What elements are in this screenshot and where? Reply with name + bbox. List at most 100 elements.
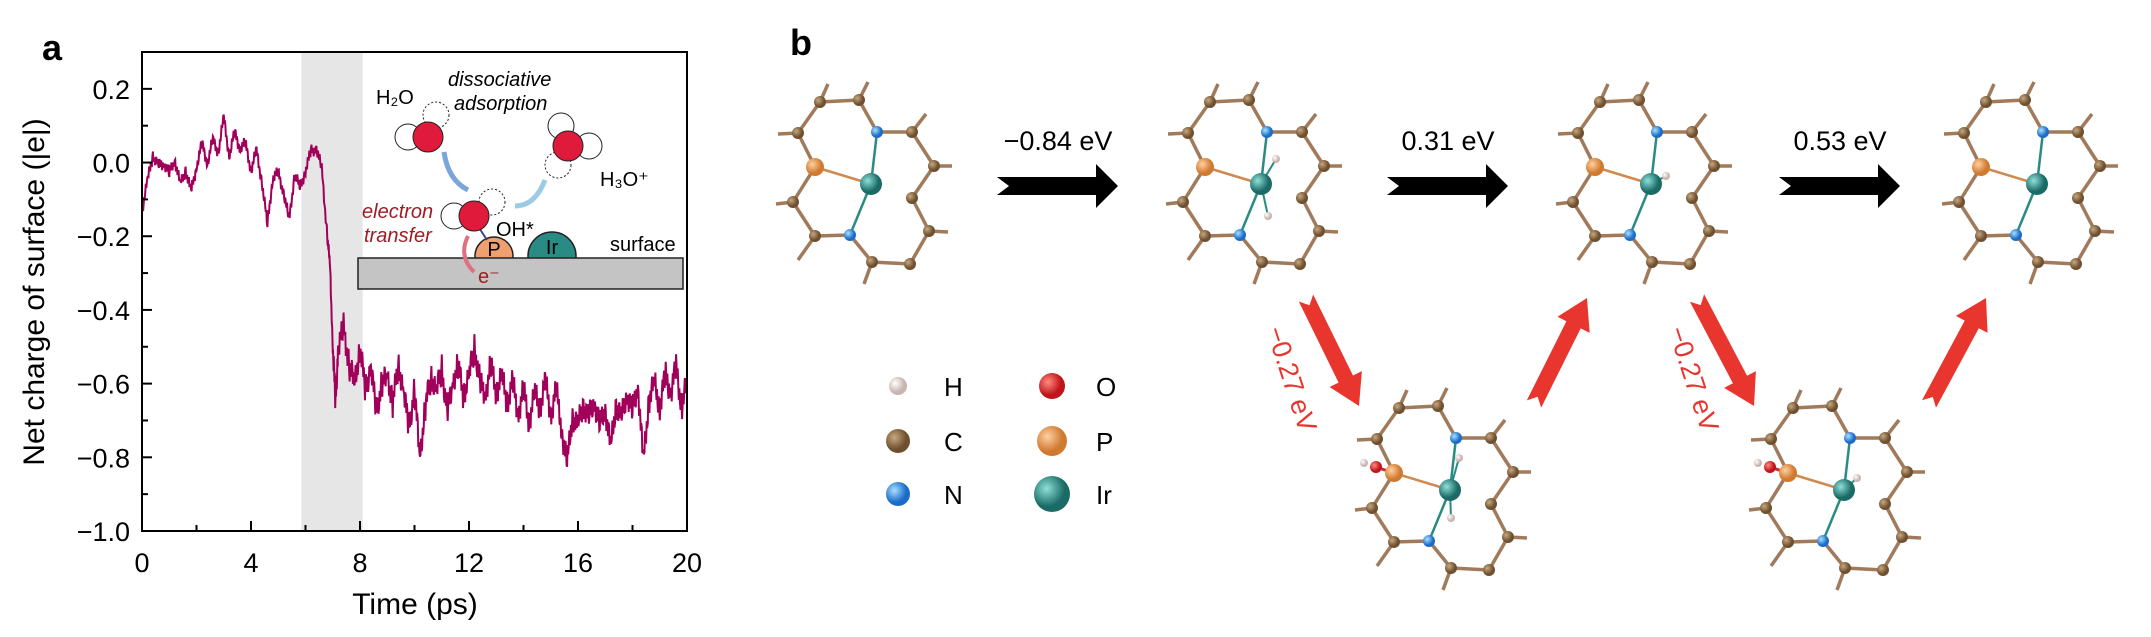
bond bbox=[857, 99, 879, 133]
c-atom-icon bbox=[1296, 192, 1308, 204]
n-atom-icon bbox=[871, 126, 883, 138]
bond bbox=[1247, 99, 1269, 133]
c-atom-icon bbox=[923, 225, 935, 237]
legend-p-icon bbox=[1037, 426, 1067, 456]
step-arrow-3 bbox=[1779, 164, 1900, 208]
electron-label: electron bbox=[362, 201, 433, 223]
bond bbox=[1792, 404, 1833, 410]
c-atom-icon bbox=[1958, 127, 1970, 139]
c-atom-icon bbox=[1980, 96, 1992, 108]
o-atom-icon bbox=[1370, 461, 1382, 473]
h-atom-icon bbox=[1754, 459, 1762, 467]
oh-label: OH* bbox=[496, 219, 534, 241]
p-atom-icon bbox=[1779, 464, 1797, 482]
bond bbox=[1844, 566, 1884, 572]
step-energy-1: −0.84 eV bbox=[1004, 126, 1113, 156]
c-atom-icon bbox=[1445, 562, 1457, 574]
c-atom-icon bbox=[2072, 126, 2084, 138]
c-atom-icon bbox=[1567, 196, 1579, 208]
bond bbox=[1300, 197, 1321, 232]
legend-ir-icon bbox=[1034, 476, 1070, 512]
bond bbox=[871, 260, 911, 266]
bond bbox=[1599, 98, 1640, 104]
legend-o-label: O bbox=[1096, 372, 1116, 402]
bond bbox=[1985, 98, 2026, 104]
y-tick-label: −0.2 bbox=[77, 222, 130, 252]
ir-atom-icon bbox=[2026, 173, 2048, 195]
c-atom-icon bbox=[1760, 502, 1772, 514]
bond bbox=[1487, 536, 1510, 571]
bond bbox=[1181, 201, 1207, 237]
c-atom-icon bbox=[1901, 466, 1913, 478]
h-atom-icon bbox=[1853, 474, 1861, 482]
c-atom-icon bbox=[1765, 433, 1777, 445]
bond bbox=[1398, 404, 1439, 410]
c-atom-icon bbox=[1877, 564, 1889, 576]
c-atom-icon bbox=[2072, 192, 2084, 204]
side-arrow-up-1 bbox=[1526, 298, 1590, 408]
x-tick-label: 8 bbox=[352, 548, 367, 578]
c-atom-icon bbox=[1296, 126, 1308, 138]
y-tick-label: −1.0 bbox=[77, 517, 130, 547]
inset-schematic: P Ir surface dissociative adsorption H₂O… bbox=[357, 69, 684, 290]
h-atom-icon bbox=[1447, 514, 1455, 522]
c-atom-icon bbox=[1507, 466, 1519, 478]
c-atom-icon bbox=[1182, 127, 1194, 139]
panel-b-label: b bbox=[790, 22, 812, 63]
bond bbox=[1830, 405, 1852, 439]
c-atom-icon bbox=[1684, 258, 1696, 270]
bond bbox=[910, 131, 936, 167]
c-atom-icon bbox=[787, 196, 799, 208]
bond bbox=[2076, 165, 2102, 199]
p-atom-icon bbox=[1196, 158, 1214, 176]
c-atom-icon bbox=[904, 258, 916, 270]
bond bbox=[1489, 471, 1515, 505]
dissociative-label: dissociative bbox=[448, 69, 551, 91]
bond bbox=[1300, 165, 1326, 199]
step-energy-2: 0.31 eV bbox=[1401, 126, 1494, 156]
step-arrow-2 bbox=[1387, 164, 1508, 208]
ir-atom-icon bbox=[1439, 479, 1461, 501]
n-atom-icon bbox=[844, 229, 856, 241]
legend-n-icon bbox=[886, 482, 910, 506]
o-atom-icon bbox=[412, 121, 444, 153]
bond bbox=[1298, 230, 1321, 265]
y-tick-label: −0.8 bbox=[77, 443, 130, 473]
step-arrow-1 bbox=[997, 164, 1118, 208]
bond bbox=[1690, 131, 1716, 167]
structure-6 bbox=[1748, 387, 1925, 591]
o-atom-icon bbox=[552, 130, 584, 162]
electron-transfer-arrow-icon bbox=[462, 235, 476, 274]
c-atom-icon bbox=[928, 160, 940, 172]
c-atom-icon bbox=[1256, 256, 1268, 268]
c-atom-icon bbox=[809, 230, 821, 242]
panel-a-label: a bbox=[42, 27, 63, 68]
bond bbox=[1637, 99, 1659, 133]
c-atom-icon bbox=[1294, 258, 1306, 270]
x-tick-label: 0 bbox=[134, 548, 149, 578]
c-atom-icon bbox=[2032, 256, 2044, 268]
desorption-arrow-icon bbox=[514, 179, 548, 209]
c-atom-icon bbox=[1686, 126, 1698, 138]
side-arrows bbox=[1298, 294, 1988, 408]
legend-c-icon bbox=[886, 429, 910, 453]
axis-ticks bbox=[141, 51, 688, 532]
p-atom-icon bbox=[806, 158, 824, 176]
bond bbox=[1375, 406, 1401, 441]
y-tick-label: 0.0 bbox=[92, 149, 130, 179]
c-atom-icon bbox=[2019, 94, 2031, 106]
surface-slab bbox=[357, 257, 684, 290]
side-arrow-down-1 bbox=[1298, 294, 1362, 406]
adsorption-arrow-icon bbox=[441, 151, 470, 193]
structure-5 bbox=[1354, 387, 1531, 591]
c-atom-icon bbox=[1975, 230, 1987, 242]
bond bbox=[1769, 406, 1795, 441]
bond bbox=[1489, 503, 1510, 538]
c-atom-icon bbox=[1953, 196, 1965, 208]
bond bbox=[1209, 98, 1250, 104]
n-atom-icon bbox=[1234, 229, 1246, 241]
bond bbox=[1261, 260, 1301, 266]
n-atom-icon bbox=[1423, 535, 1435, 547]
